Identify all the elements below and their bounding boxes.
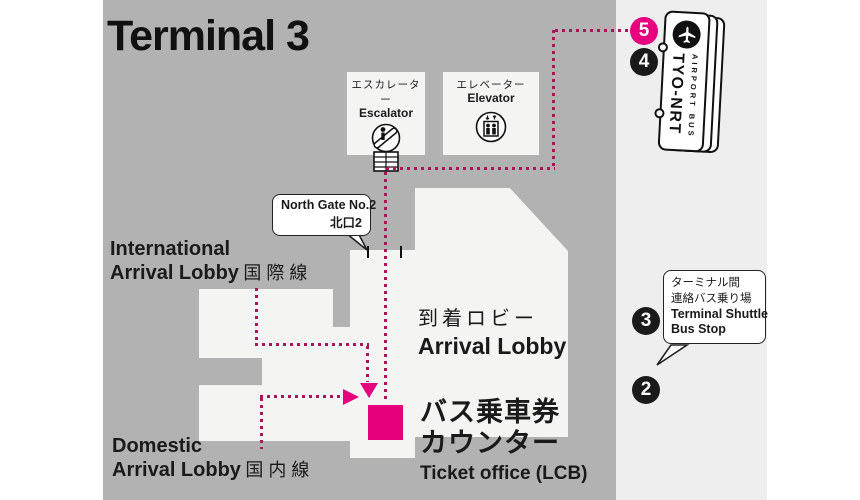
bus-stop-4-badge: 4 (630, 48, 658, 76)
route-main-up (552, 30, 555, 170)
airplane-badge (671, 19, 702, 50)
bus-stop-3-badge: 3 (632, 307, 660, 335)
domestic-lobby-label: Domestic Arrival Lobby 国内線 (112, 435, 314, 482)
ticket-office-jp2: カウンター (420, 428, 560, 459)
shuttle-jp2: 連絡バス乗り場 (671, 292, 752, 305)
international-line2: Arrival Lobby (110, 261, 239, 284)
domestic-line1: Domestic (112, 435, 203, 457)
elevator-label-jp: エレベーター (456, 79, 526, 91)
route-intl-horizontal (255, 343, 369, 346)
gate-post-left (367, 246, 369, 258)
elevator-label-en: Elevator (467, 91, 515, 105)
route-intl-vertical (255, 288, 258, 345)
north-gate-bubble: North Gate No.2 北口2 (272, 194, 377, 236)
route-main-top (555, 29, 630, 32)
arrival-lobby-en: Arrival Lobby (418, 333, 567, 359)
route-main-horizontal (386, 167, 555, 170)
ticket-office-en: Ticket office (LCB) (420, 462, 588, 484)
elevator-box: エレベーター Elevator (443, 72, 539, 155)
sign-notch-top (657, 42, 669, 53)
route-dom-arrow (343, 389, 359, 405)
ticket-office-label: バス乗車券 カウンター Ticket office (LCB) (420, 397, 588, 485)
international-jp: 国際線 (243, 262, 313, 283)
shuttle-bus-stop-bubble: ターミナル間 連絡バス乗り場 Terminal Shuttle Bus Stop (663, 270, 769, 345)
escalator-label-jp: エスカレーター (351, 79, 421, 106)
bus-sign-card-front: AIRPORT BUS TYO-NRT (654, 10, 711, 153)
arrival-lobby-label: 到着ロビー Arrival Lobby (418, 306, 566, 362)
airport-bus-sign: AIRPORT BUS TYO-NRT (654, 8, 731, 161)
arrival-lobby-jp: 到着ロビー (418, 308, 538, 330)
bus-stop-2-badge: 2 (632, 376, 660, 404)
escalator-box: エスカレーター Escalator (347, 72, 425, 172)
route-intl-drop (366, 346, 369, 382)
international-lobby-label: International Arrival Lobby 国際線 (110, 238, 312, 285)
international-line1: International (110, 238, 231, 260)
shuttle-jp1: ターミナル間 (671, 277, 740, 289)
airplane-icon (678, 26, 695, 43)
domestic-line2: Arrival Lobby (112, 458, 241, 481)
elevator-icon (475, 111, 507, 143)
bus-sign-text: AIRPORT BUS TYO-NRT (660, 52, 707, 146)
arrival-lobby-building (415, 188, 568, 437)
route-main-vertical (384, 172, 387, 403)
route-dom-vertical (260, 398, 263, 449)
shuttle-en1: Terminal Shuttle (671, 307, 769, 322)
north-gate-label-en: North Gate No.2 (281, 198, 377, 212)
ticket-office-jp1: バス乗車券 (420, 397, 560, 427)
bus-stop-5-badge: 5 (630, 17, 658, 45)
escalator-label-en: Escalator (358, 106, 414, 120)
gate-post-right (400, 246, 402, 258)
domestic-jp: 国内線 (245, 459, 315, 480)
route-intl-arrow (360, 383, 378, 398)
north-gate-label-jp: 北口2 (330, 216, 362, 230)
escalator-icon (371, 123, 401, 172)
shuttle-en2: Bus Stop (671, 322, 726, 337)
ticket-office-marker (368, 405, 403, 440)
page-title: Terminal 3 (107, 12, 310, 60)
shuttle-bubble-tail (656, 344, 690, 366)
route-dom-horizontal (260, 395, 342, 398)
